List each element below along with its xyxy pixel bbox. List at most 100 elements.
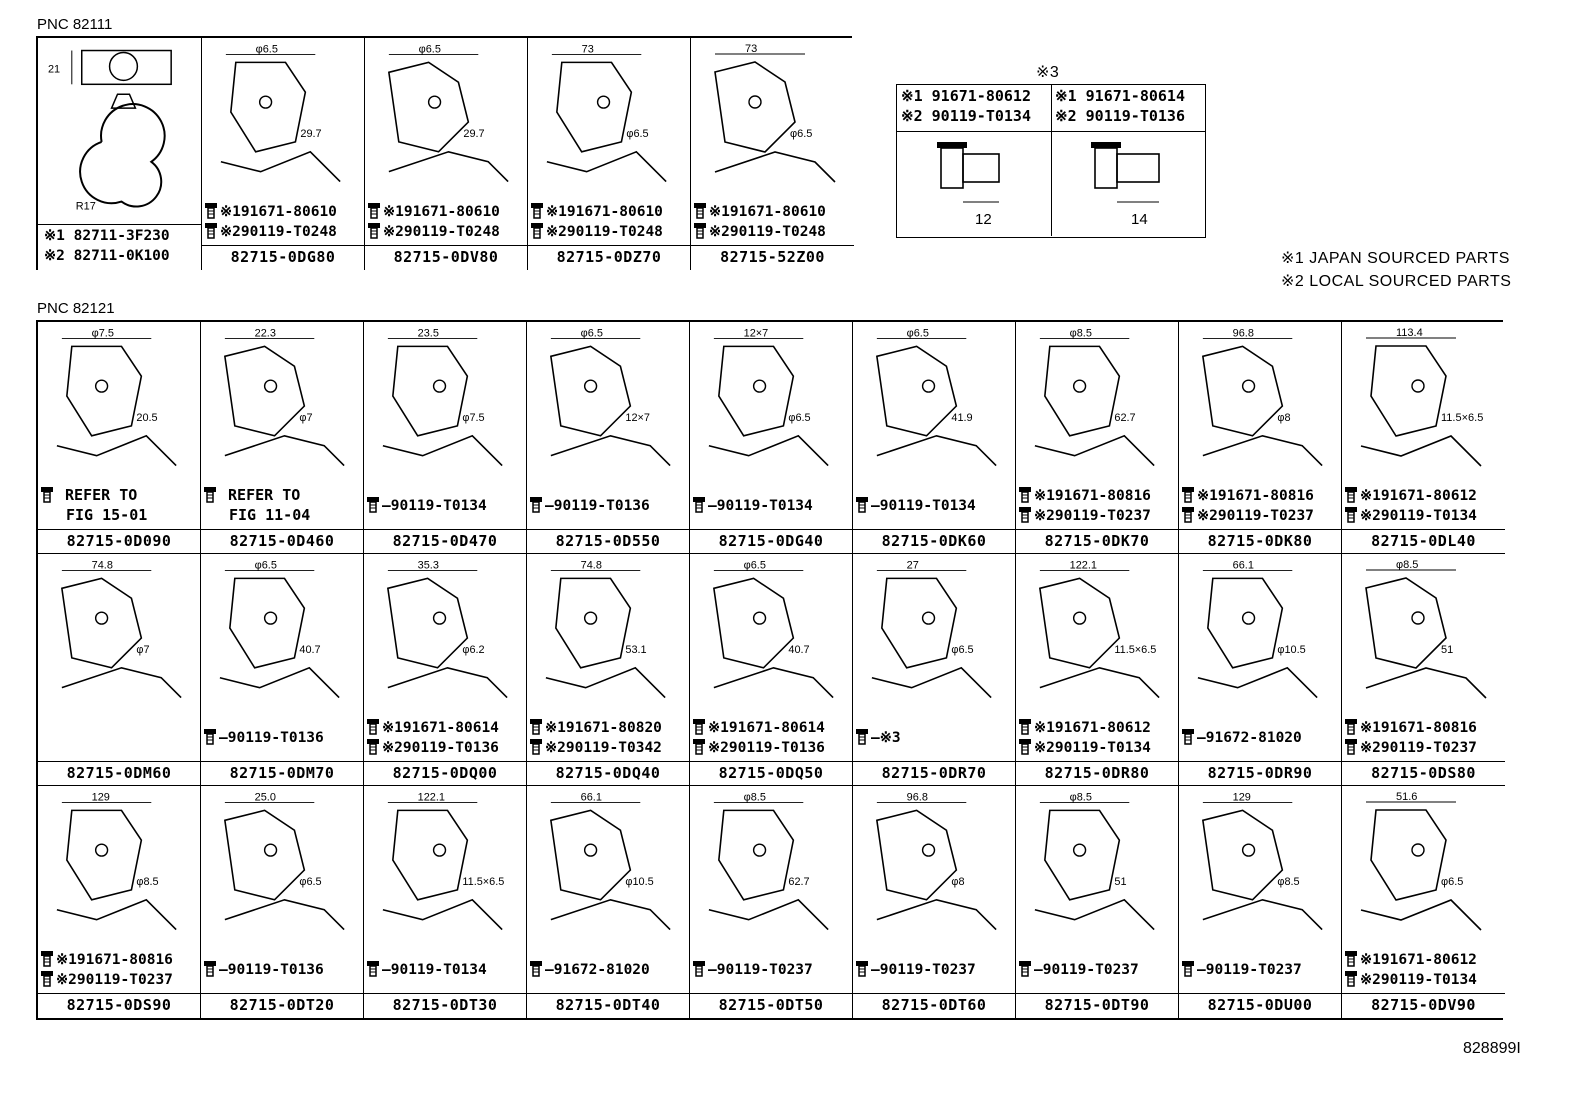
note3-col: ※1 91671-80614 ※2 90119-T0136 14 xyxy=(1051,85,1205,236)
clip-body-shape xyxy=(80,49,172,86)
bolt-hole-shape xyxy=(921,379,936,393)
bracket-side-view xyxy=(219,666,340,699)
bracket-side-view xyxy=(224,898,345,931)
dimension-label: 12×7 xyxy=(744,327,769,339)
bolt-icon xyxy=(693,961,705,977)
refer-fig: FIG 15-01 xyxy=(66,506,148,524)
bracket-outline xyxy=(1370,345,1447,437)
bolt-hole-shape xyxy=(1411,379,1425,393)
refer-line: REFER TO xyxy=(40,486,198,506)
part-number: 82715-0DZ70 xyxy=(528,245,690,269)
bracket-svg: φ8.5 62.7 xyxy=(708,791,829,931)
bolt-list: —90119-T0237 xyxy=(692,950,850,980)
dimension-label: φ8.5 xyxy=(1070,791,1092,803)
bolt-icon xyxy=(1019,719,1031,735)
bracket-side-view xyxy=(546,150,667,183)
bolt-list: —91672-81020 xyxy=(529,950,687,980)
dimension-label: φ7 xyxy=(299,412,312,424)
bolt-icon xyxy=(1182,507,1194,523)
bracket-drawing: 12×7 φ6.5 xyxy=(694,326,848,486)
bracket-side-view xyxy=(550,898,671,931)
bolt-hole-shape xyxy=(94,843,109,857)
bracket-outline xyxy=(60,577,143,669)
bracket-side-view xyxy=(876,434,997,467)
bolt-hole-shape xyxy=(432,611,447,625)
dimension-label: φ6.5 xyxy=(744,559,766,571)
bolt-part-number: ※191671-80610 xyxy=(530,202,688,222)
part-number: 82715-0DK80 xyxy=(1179,529,1341,553)
dimension-label: φ6.5 xyxy=(256,43,278,55)
clip-ring-shape xyxy=(108,51,139,82)
bracket-outline xyxy=(223,345,306,437)
bracket-side-view xyxy=(382,898,503,931)
part-number: 82715-0DM70 xyxy=(201,761,363,785)
part-number: 82715-0DT50 xyxy=(690,993,852,1017)
bolt-list: ※191671-80612※290119-T0134 xyxy=(1344,950,1503,990)
bracket-outline xyxy=(1038,577,1121,669)
dimension-label: 62.7 xyxy=(788,876,809,888)
bolt-icon xyxy=(1019,961,1031,977)
bolt-hole-shape xyxy=(1411,843,1425,857)
dimension-label: φ6.5 xyxy=(788,412,810,424)
dimension-label: φ8.5 xyxy=(744,791,766,803)
bracket-outline xyxy=(386,577,469,669)
bracket-side-view xyxy=(545,666,666,699)
bolt-hole-shape xyxy=(583,611,598,625)
part-number: 82715-0DV90 xyxy=(1342,993,1505,1017)
bracket-outline xyxy=(1370,809,1447,901)
dimension-label: 113.4 xyxy=(1396,327,1423,339)
bolt-part-number: ※290119-T0134 xyxy=(1018,738,1176,758)
bracket-side-view xyxy=(714,151,836,183)
dimension-label: φ6.5 xyxy=(299,876,321,888)
bolt-icon xyxy=(856,729,868,745)
bolt-part-number: ※191671-80610 xyxy=(367,202,525,222)
note3-parts: ※1 91671-80612 ※2 90119-T0134 xyxy=(901,87,1049,127)
bracket-outline xyxy=(718,809,795,901)
bolt-list: ※191671-80610※290119-T0248 xyxy=(530,202,688,242)
bolt-list: —90119-T0136 xyxy=(203,718,361,748)
bolt-part-number: ※191671-80614 xyxy=(366,718,524,738)
part-number: 82715-0D090 xyxy=(38,529,200,553)
dimension-label: 41.9 xyxy=(951,412,972,424)
bolt-hole-shape xyxy=(1072,843,1087,857)
bolt-hole-shape xyxy=(427,95,442,109)
bolt-icon xyxy=(367,719,379,735)
bolt-hole-shape xyxy=(1072,611,1087,625)
pnc-82121-label: PNC 82121 xyxy=(37,300,115,317)
bolt-hole-shape xyxy=(752,843,767,857)
bracket-side-view xyxy=(550,434,671,467)
flange-bolt-icon: 14 xyxy=(1091,142,1160,228)
dimension-label: φ8.5 xyxy=(136,876,158,888)
legend-local: ※2 LOCAL SOURCED PARTS xyxy=(1281,273,1512,290)
dimension-label: 12×7 xyxy=(625,412,650,424)
bracket-outline xyxy=(881,577,958,669)
bracket-outline xyxy=(1044,345,1121,437)
refer-fig: FIG 11-04 xyxy=(229,506,311,524)
bolt-list: REFER TO FIG 11-04 xyxy=(203,486,361,526)
bracket-side-view xyxy=(1360,899,1482,931)
bolt-icon xyxy=(693,719,705,735)
bolt-part-number: —90119-T0237 xyxy=(1181,960,1339,980)
bolt-list: —91672-81020 xyxy=(1181,718,1339,748)
bolt-list: ※191671-80612※290119-T0134 xyxy=(1344,486,1503,526)
bolt-list: ※191671-80816※290119-T0237 xyxy=(1181,486,1339,526)
